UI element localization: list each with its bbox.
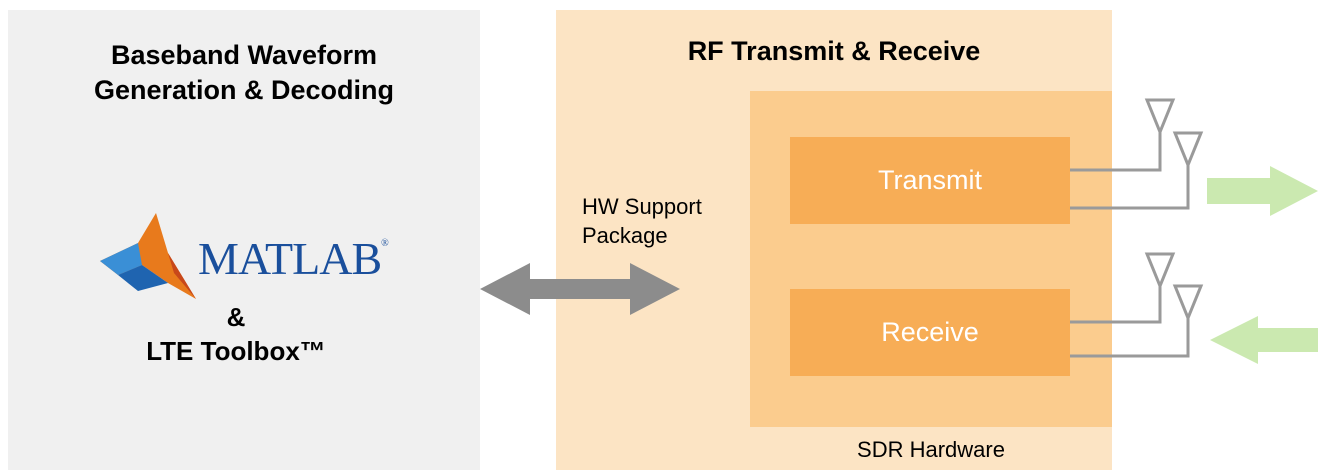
matlab-logo-word: MATLAB: [198, 233, 382, 284]
incoming-signal-arrow-icon: [1210, 316, 1318, 364]
transmit-antenna-icon: [1070, 98, 1204, 210]
receive-block: Receive: [790, 289, 1070, 376]
ampersand-label: &: [226, 302, 246, 332]
bidirectional-arrow-icon: [480, 263, 680, 315]
rf-title: RF Transmit & Receive: [687, 36, 981, 66]
baseband-title-line2: Generation & Decoding: [93, 75, 395, 105]
baseband-panel: Baseband Waveform Generation & Decoding: [8, 10, 480, 470]
hw-support-line2: Package: [582, 223, 668, 248]
lte-toolbox-label: LTE Toolbox™: [146, 336, 326, 366]
hw-support-line1: HW Support: [582, 194, 702, 219]
transmit-block: Transmit: [790, 137, 1070, 224]
matlab-membrane-icon: [100, 213, 196, 299]
matlab-logo-text: MATLAB®: [198, 232, 389, 285]
hw-support-label: HW Support Package: [582, 192, 702, 250]
matlab-reg-mark: ®: [381, 238, 389, 249]
baseband-title: Baseband Waveform Generation & Decoding: [8, 38, 480, 108]
sdr-hardware-label: SDR Hardware: [857, 437, 1005, 462]
outgoing-signal-arrow-icon: [1207, 166, 1318, 216]
baseband-title-line1: Baseband Waveform: [110, 40, 378, 70]
receive-antenna-icon: [1070, 252, 1204, 358]
